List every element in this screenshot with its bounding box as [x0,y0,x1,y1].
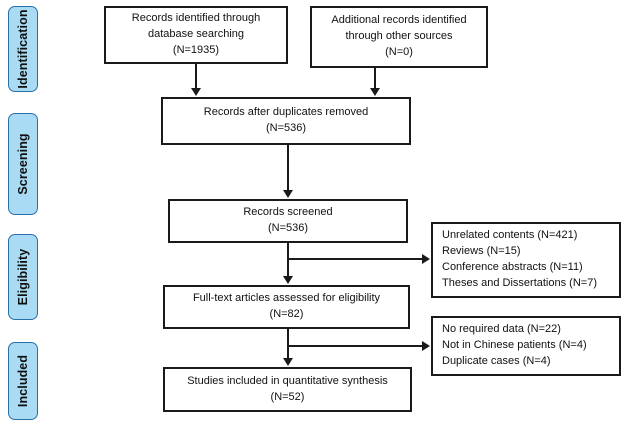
stage-chip-included: Included [8,342,38,420]
box-studies-included-line1: Studies included in quantitative synthes… [187,374,388,387]
box-additional-records-other-sources-count: (N=0) [385,45,413,58]
box-records-identified-database: Records identified through database sear… [104,6,288,64]
connector-duplicates-to-screened [287,145,289,191]
box-additional-records-other-sources-line1: Additional records identified [331,14,467,27]
box-eligibility-exclusions-line3: Duplicate cases (N=4) [442,354,551,367]
stage-chip-identification: Identification [8,6,38,92]
box-fulltext-articles-assessed-count: (N=82) [269,308,304,320]
box-screening-exclusions-line3: Conference abstracts (N=11) [442,261,583,273]
connector-screened-to-fulltext [287,243,289,277]
box-screening-exclusions-line2: Reviews (N=15) [442,245,521,258]
box-eligibility-exclusions-line2: Not in Chinese patients (N=4) [442,339,587,352]
stage-chip-included-label: Included [16,354,30,408]
box-fulltext-articles-assessed-line1: Full-text articles assessed for eligibil… [192,292,381,305]
box-screening-exclusions-line4: Theses and Dissertations (N=7) [442,276,597,289]
arrowhead-fulltext-to-exclusions [422,341,430,351]
connector-other-to-duplicates [374,68,376,89]
box-additional-records-other-sources-line2: through other sources [345,30,453,43]
arrowhead-duplicates-to-screened [283,190,293,198]
stage-chip-screening-label: Screening [16,133,30,195]
stage-chip-screening: Screening [8,113,38,215]
arrowhead-database-to-duplicates [191,88,201,96]
stage-chip-identification-label: Identification [16,9,30,89]
stage-chip-eligibility-label: Eligibility [16,248,30,306]
box-records-after-duplicates-removed-count: (N=536) [265,122,307,134]
arrowhead-fulltext-to-included [283,358,293,366]
box-records-identified-database-count: (N=1935) [172,43,220,56]
box-screening-exclusions: Unrelated contents (N=421) Reviews (N=15… [431,222,621,298]
box-records-screened-line1: Records screened [243,206,333,219]
box-eligibility-exclusions-line1: No required data (N=22) [442,323,561,336]
arrowhead-screened-to-exclusions [422,254,430,264]
box-records-after-duplicates-removed: Records after duplicates removed (N=536) [161,97,411,145]
stage-chip-eligibility: Eligibility [8,234,38,320]
arrowhead-other-to-duplicates [370,88,380,96]
box-records-identified-database-line1: Records identified through [131,12,261,25]
connector-fulltext-to-exclusions [288,345,423,347]
box-studies-included-count: (N=52) [270,390,305,403]
box-additional-records-other-sources: Additional records identified through ot… [310,6,488,68]
connector-database-to-duplicates [195,64,197,89]
connector-screened-to-exclusions [288,258,423,260]
box-fulltext-articles-assessed: Full-text articles assessed for eligibil… [163,285,410,329]
connector-fulltext-to-included [287,329,289,359]
arrowhead-screened-to-fulltext [283,276,293,284]
box-records-identified-database-line2: database searching [147,28,244,41]
box-records-after-duplicates-removed-line1: Records after duplicates removed [203,106,369,119]
box-records-screened: Records screened (N=536) [168,199,408,243]
box-eligibility-exclusions: No required data (N=22) Not in Chinese p… [431,316,621,376]
box-screening-exclusions-line1: Unrelated contents (N=421) [442,229,578,242]
box-studies-included: Studies included in quantitative synthes… [163,367,412,412]
box-records-screened-count: (N=536) [267,222,309,234]
